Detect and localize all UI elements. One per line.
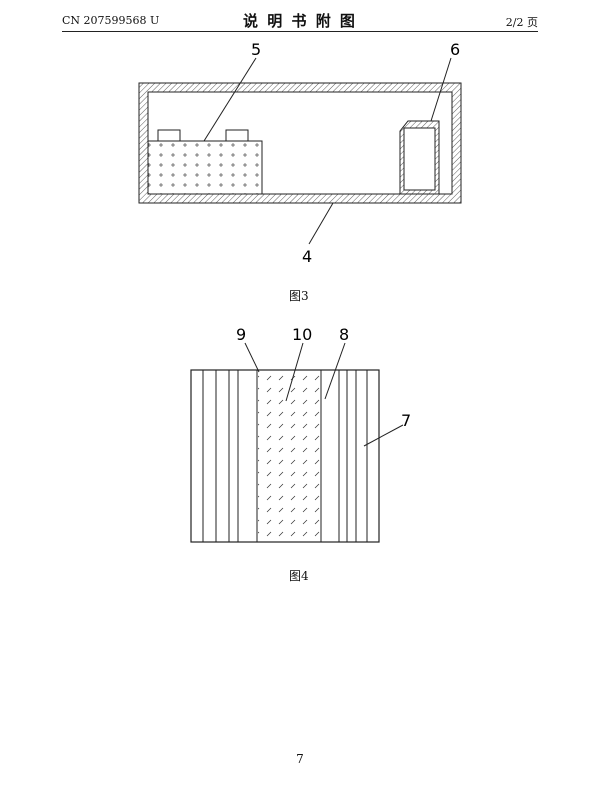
header-rule bbox=[62, 31, 538, 32]
figure-3-caption: 图3 bbox=[289, 289, 309, 303]
device-6 bbox=[399, 120, 440, 195]
label-4: 4 bbox=[302, 247, 312, 266]
label-10: 10 bbox=[292, 325, 312, 344]
label-6: 6 bbox=[450, 40, 460, 59]
figure-4-body bbox=[190, 369, 380, 543]
page-number: 7 bbox=[296, 752, 304, 766]
leader-9 bbox=[244, 342, 260, 373]
leader-10 bbox=[285, 342, 304, 402]
leader-6 bbox=[430, 57, 452, 122]
label-5: 5 bbox=[251, 40, 261, 59]
figure-4-caption: 图4 bbox=[289, 569, 309, 583]
leader-5 bbox=[203, 57, 257, 142]
label-8: 8 bbox=[339, 325, 349, 344]
header-page: 2/2 页 bbox=[505, 16, 538, 29]
label-9: 9 bbox=[236, 325, 246, 344]
label-7: 7 bbox=[401, 411, 411, 430]
battery-block bbox=[147, 129, 263, 195]
center-layer-10 bbox=[258, 371, 320, 541]
leader-7 bbox=[363, 424, 404, 447]
leader-8 bbox=[324, 342, 346, 400]
page-header: CN 207599568 U 说 明 书 附 图 2/2 页 bbox=[62, 10, 538, 32]
leader-4 bbox=[308, 202, 334, 245]
header-title: 说 明 书 附 图 bbox=[243, 12, 357, 30]
doc-number: CN 207599568 U bbox=[62, 14, 160, 27]
